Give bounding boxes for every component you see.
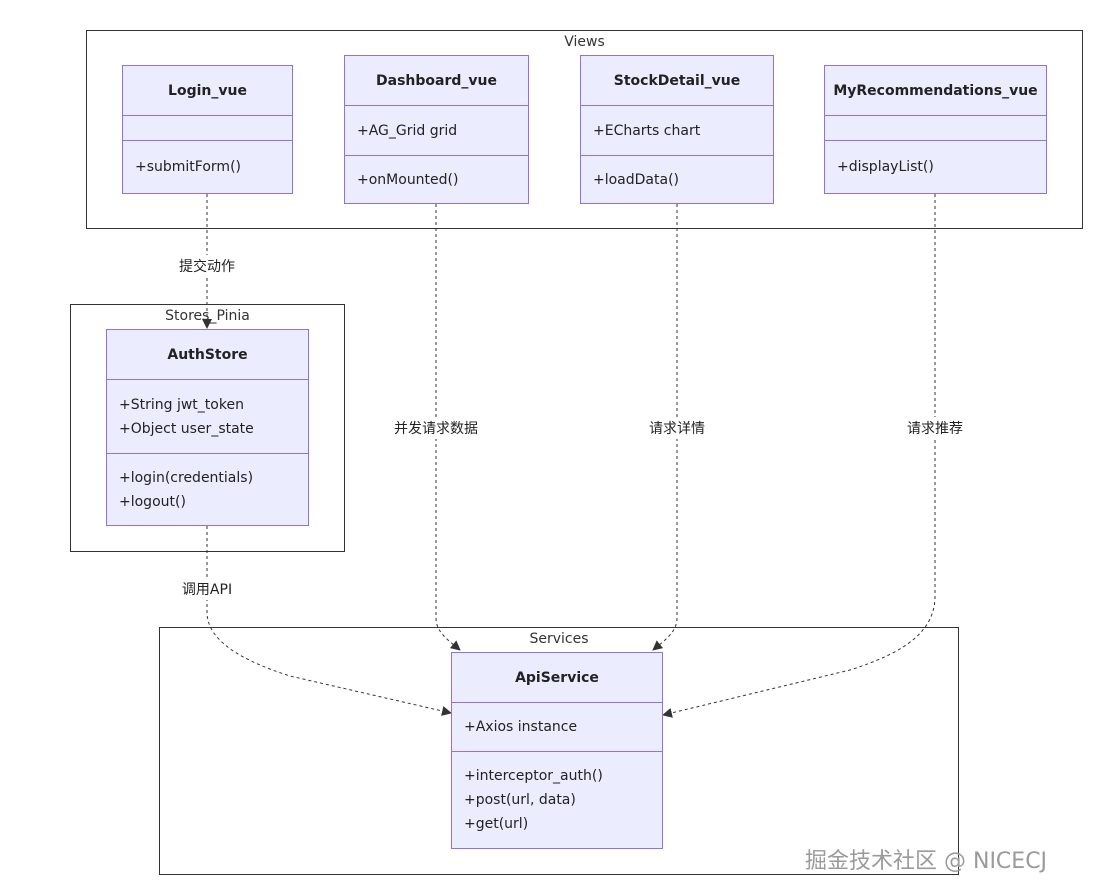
class-operations: +interceptor_auth() +post(url, data) +ge… [452,752,662,848]
operation: +login(credentials) [119,469,254,486]
class-name: Dashboard_vue [345,56,528,106]
class-dashboard-vue: Dashboard_vue +AG_Grid grid +onMounted() [344,55,529,204]
edge-auth-to-api [206,526,452,716]
watermark: 掘金技术社区 @ NICECJ [805,849,1048,874]
operation: +displayList() [837,159,934,175]
operation: +interceptor_auth() [464,768,603,784]
class-name: MyRecommendations_vue [825,66,1046,116]
class-attributes: +Axios instance [452,703,662,752]
operation: +loadData() [593,171,680,188]
class-operations: +login(credentials) +logout() [107,454,308,525]
class-name: ApiService [452,653,662,703]
edge-stock-to-api [652,204,678,651]
edge-myrec-to-api [662,194,936,718]
edge-label-submit: 提交动作 [176,255,238,277]
edge-dashboard-to-api [435,204,461,651]
class-attributes [123,116,292,141]
operation: +logout() [119,493,186,510]
class-operations: +loadData() [581,156,773,203]
class-attributes: +AG_Grid grid [345,106,528,156]
attribute: +ECharts chart [593,122,701,139]
operation: +post(url, data) [464,792,576,808]
class-name: StockDetail_vue [581,56,773,106]
class-operations: +onMounted() [345,156,528,203]
class-operations: +displayList() [825,141,1046,193]
class-attributes: +ECharts chart [581,106,773,156]
class-name: AuthStore [107,330,308,380]
class-stockdetail-vue: StockDetail_vue +ECharts chart +loadData… [580,55,774,204]
attribute: +Object user_state [119,420,254,437]
class-attributes [825,116,1046,141]
edge-label-request-recommend: 请求推荐 [904,417,966,439]
class-login-vue: Login_vue +submitForm() [122,65,293,194]
class-apiservice: ApiService +Axios instance +interceptor_… [451,652,663,849]
operation: +onMounted() [357,171,459,188]
class-attributes: +String jwt_token +Object user_state [107,380,308,454]
edge-label-call-api: 调用API [178,578,236,600]
services-group-title: Services [529,631,589,647]
class-name: Login_vue [123,66,292,116]
attribute: +Axios instance [464,719,578,735]
class-authstore: AuthStore +String jwt_token +Object user… [106,329,309,526]
edge-label-concurrent-request: 并发请求数据 [391,417,481,439]
operation: +get(url) [464,816,529,832]
class-operations: +submitForm() [123,141,292,193]
operation: +submitForm() [135,159,241,175]
edge-label-request-detail: 请求详情 [646,417,708,439]
attribute: +AG_Grid grid [357,122,458,139]
views-group-title: Views [564,34,605,50]
class-myrecommendations-vue: MyRecommendations_vue +displayList() [824,65,1047,194]
attribute: +String jwt_token [119,396,244,413]
